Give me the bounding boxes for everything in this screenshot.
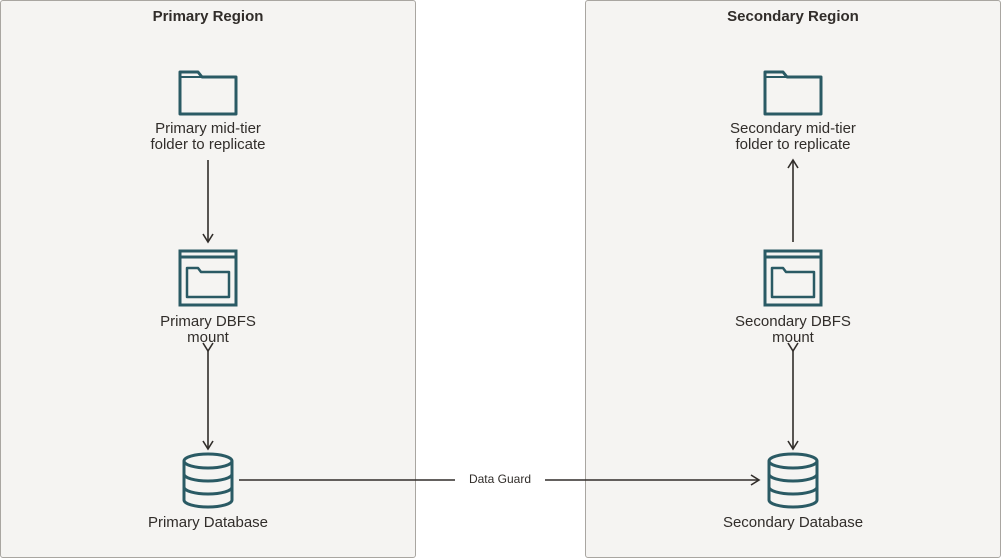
secondary-folder-label-line2: folder to replicate	[735, 136, 851, 153]
secondary-region-title: Secondary Region	[727, 8, 859, 25]
primary-database-label: Primary Database	[147, 514, 269, 531]
primary-region: Primary Region	[0, 0, 416, 558]
secondary-region: Secondary Region	[585, 0, 1001, 558]
primary-folder-label: Primary mid-tier folder to replicate	[98, 121, 318, 153]
primary-dbfs-label-line2: mount	[187, 329, 229, 346]
primary-dbfs-mount-icon	[178, 249, 238, 307]
secondary-dbfs-label-line1: Secondary DBFS	[735, 313, 851, 330]
secondary-database-icon	[767, 452, 819, 509]
secondary-folder-icon	[763, 70, 823, 116]
secondary-folder-label-line1: Secondary mid-tier	[730, 120, 856, 137]
secondary-dbfs-label: Secondary DBFS mount	[683, 314, 903, 346]
secondary-folder-label: Secondary mid-tier folder to replicate	[683, 121, 903, 153]
data-guard-label: Data Guard	[455, 472, 545, 486]
secondary-dbfs-label-line2: mount	[772, 329, 814, 346]
primary-folder-icon	[178, 70, 238, 116]
secondary-dbfs-mount-icon	[763, 249, 823, 307]
primary-database-icon	[182, 452, 234, 509]
secondary-database-label: Secondary Database	[722, 514, 864, 531]
primary-folder-label-line2: folder to replicate	[150, 136, 266, 153]
primary-dbfs-label-line1: Primary DBFS	[160, 313, 256, 330]
primary-folder-label-line1: Primary mid-tier	[155, 120, 261, 137]
primary-region-title: Primary Region	[152, 8, 264, 25]
primary-dbfs-label: Primary DBFS mount	[98, 314, 318, 346]
